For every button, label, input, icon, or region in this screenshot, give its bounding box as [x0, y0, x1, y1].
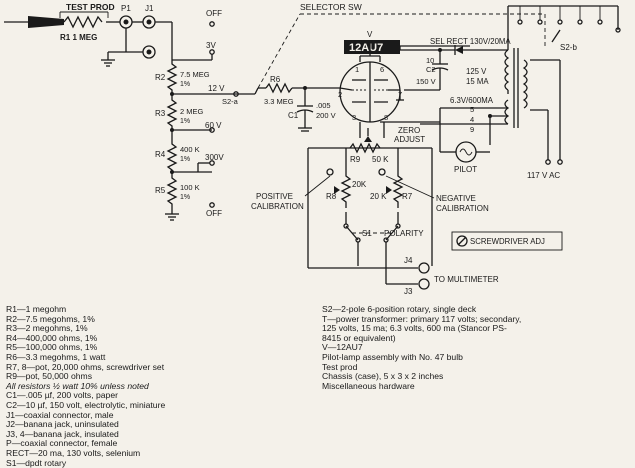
r5-label: R5 — [155, 186, 166, 195]
s2b-label: S2-b — [560, 43, 577, 52]
pos-cal-label-1: POSITIVE — [256, 192, 293, 201]
jack-j4 — [419, 263, 429, 273]
r1-label: R1 1 MEG — [60, 33, 97, 42]
resistor-r3 — [168, 94, 176, 130]
parts-list-item: J3, 4—banana jack, insulated — [6, 430, 311, 440]
r4-value: 400 K — [180, 145, 200, 154]
transformer-15ma: 15 MA — [466, 77, 489, 86]
parts-list-item: S1—dpdt rotary — [6, 459, 311, 468]
pin6-label: 6 — [380, 65, 384, 74]
pin2-label: 2 — [338, 90, 342, 99]
pin3-label: 3 — [352, 113, 356, 122]
zero-label: ZERO — [398, 126, 420, 135]
pin8-label: 8 — [384, 113, 388, 122]
c2-label: C2 — [426, 65, 436, 74]
polarity-label: POLARITY — [384, 229, 424, 238]
r9-value: 50 K — [372, 155, 389, 164]
multimeter-label: TO MULTIMETER — [434, 275, 499, 284]
r5-tolerance: 1% — [180, 194, 190, 201]
12v-label: 12 V — [208, 84, 225, 93]
3v-label: 3V — [206, 41, 216, 50]
tube-12au7 — [340, 62, 400, 122]
connector-j1 — [143, 16, 155, 28]
adjust-label: ADJUST — [394, 135, 425, 144]
j3-label: J3 — [404, 287, 413, 296]
power-transformer — [505, 48, 527, 128]
pin5-label: 5 — [470, 105, 474, 114]
c2-value: 10 — [426, 56, 434, 65]
r2-tolerance: 1% — [180, 81, 190, 88]
parts-list-right: S2—2-pole 6-position rotary, single deck… — [322, 305, 630, 391]
pos-cal-label-2: CALIBRATION — [251, 202, 304, 211]
resistor-r5 — [168, 172, 176, 208]
s1-label: S1 — [362, 229, 372, 238]
transformer-125v: 125 V — [466, 67, 487, 76]
pin1-label: 1 — [355, 65, 359, 74]
r7-label: R7 — [402, 192, 413, 201]
r4-tolerance: 1% — [180, 156, 190, 163]
jack-j3 — [419, 279, 429, 289]
r3-tolerance: 1% — [180, 118, 190, 125]
pilot-lamp — [456, 142, 476, 162]
selector-switch-label: SELECTOR SW — [300, 2, 362, 12]
neg-cal-label-1: NEGATIVE — [436, 194, 476, 203]
schematic-diagram: TEST PROD R1 1 MEG P1 J1 OFF 3V R2 7.5 M… — [0, 0, 635, 300]
neg-cal-label-2: CALIBRATION — [436, 204, 489, 213]
j1-label: J1 — [145, 4, 154, 13]
pin9-label: 9 — [470, 125, 474, 134]
test-prod — [4, 16, 120, 28]
s2a-label: S2-a — [222, 97, 239, 106]
c1-label: C1 — [288, 111, 299, 120]
pin4-label: 4 — [470, 115, 474, 124]
rectifier-label: SEL RECT 130V/20MA — [430, 37, 511, 46]
c1-voltage: 200 V — [316, 111, 336, 120]
parts-list-item: RECT—20 ma, 130 volts, selenium — [6, 449, 311, 459]
r7-20k-label: 20 K — [370, 192, 387, 201]
parts-list-item: Miscellaneous hardware — [322, 382, 630, 392]
off-top-label: OFF — [206, 9, 222, 18]
parts-list-item: J2—banana jack, uninsulated — [6, 420, 311, 430]
screwdriver-adj-label: SCREWDRIVER ADJ — [470, 237, 545, 246]
connector-j2 — [143, 46, 155, 58]
resistor-r4 — [168, 130, 176, 174]
parts-list-item: P—coaxial connector, female — [6, 439, 311, 449]
c1-value: .005 — [316, 101, 331, 110]
ac-label: 117 V AC — [527, 171, 560, 180]
transformer-63v: 6.3V/600MA — [450, 96, 494, 105]
parts-list-item: J1—coaxial connector, male — [6, 411, 311, 421]
test-prod-label: TEST PROD — [66, 2, 115, 12]
tube-designator: V — [367, 30, 373, 39]
resistor-r2 — [168, 60, 176, 94]
p1-label: P1 — [121, 4, 131, 13]
tube-label: 12AU7 — [349, 42, 383, 54]
c2-voltage: 150 V — [416, 77, 436, 86]
off-bottom-label: OFF — [206, 209, 222, 218]
pilot-label: PILOT — [454, 165, 477, 174]
r2-value: 7.5 MEG — [180, 70, 210, 79]
r5-value: 100 K — [180, 183, 200, 192]
parts-list-item: 8415 or equivalent) — [322, 334, 630, 344]
r3-label: R3 — [155, 109, 166, 118]
resistor-r7 — [394, 172, 402, 208]
connector-p1 — [120, 16, 132, 28]
300v-label: 300V — [205, 153, 224, 162]
parts-list-item: Pilot-lamp assembly with No. 47 bulb — [322, 353, 630, 363]
r8-label: R8 — [326, 192, 337, 201]
r6-value: 3.3 MEG — [264, 97, 294, 106]
r2-label: R2 — [155, 73, 166, 82]
60v-label: 60 V — [205, 121, 222, 130]
r6-label: R6 — [270, 75, 281, 84]
resistor-r8 — [342, 172, 350, 208]
j4-label: J4 — [404, 256, 413, 265]
r8-20k-label: 20K — [352, 180, 367, 189]
resistor-r6 — [266, 84, 292, 92]
r3-value: 2 MEG — [180, 107, 204, 116]
r9-label: R9 — [350, 155, 361, 164]
r4-label: R4 — [155, 150, 166, 159]
